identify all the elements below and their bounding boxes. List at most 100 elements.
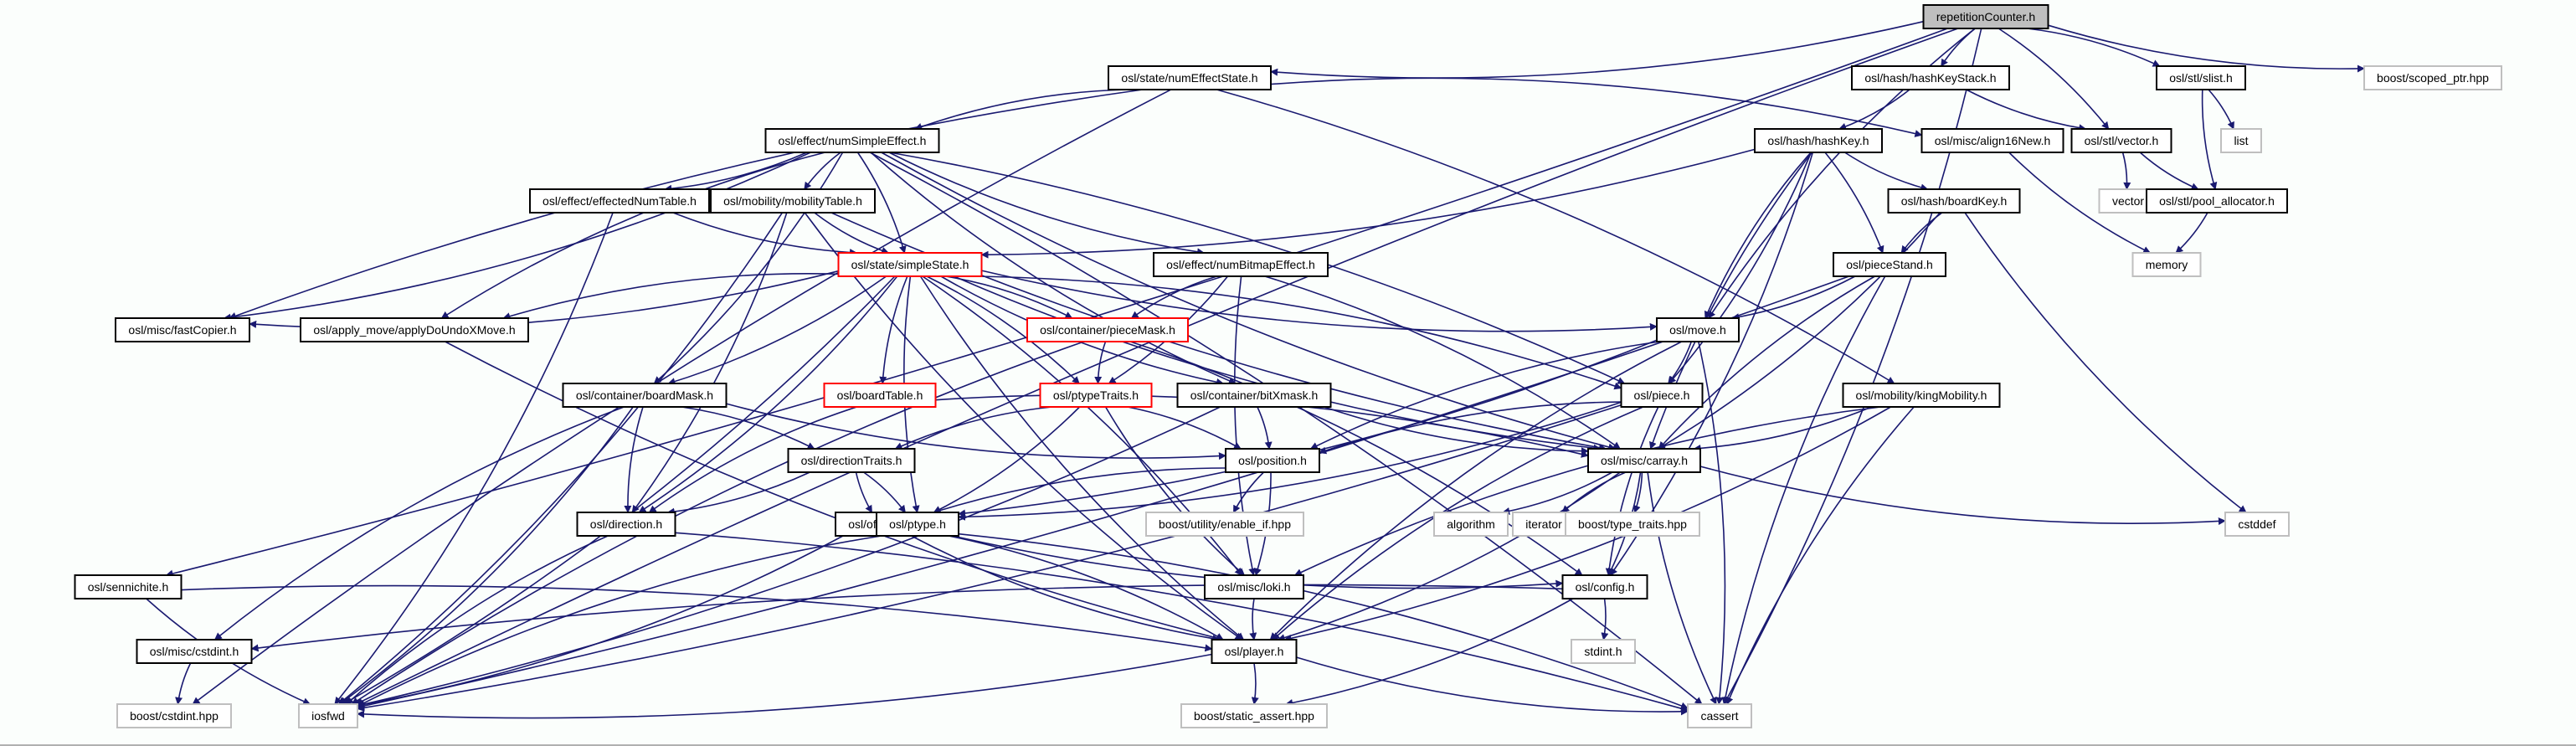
edge-stlvector-to-pool_allocator: [2139, 152, 2199, 190]
node-label: osl/hash/hashKey.h: [1767, 134, 1869, 147]
node-piecemask[interactable]: osl/container/pieceMask.h: [1026, 317, 1189, 342]
node-enable-if[interactable]: boost/utility/enable_if.hpp: [1145, 512, 1304, 537]
edge-hashkeystack-to-stlvector: [1966, 89, 2087, 132]
node-slist[interactable]: osl/stl/slist.h: [2156, 65, 2246, 90]
node-boost-cstdint[interactable]: boost/cstdint.hpp: [116, 703, 232, 728]
edge-numsimpleeffect-to-carray: [881, 152, 1617, 451]
node-numeffectstate[interactable]: osl/state/numEffectState.h: [1108, 65, 1272, 90]
node-player[interactable]: osl/player.h: [1211, 639, 1298, 664]
node-iterator[interactable]: iterator: [1512, 512, 1576, 537]
node-align16new[interactable]: osl/misc/align16New.h: [1920, 128, 2064, 153]
edge-mobilitytable-to-direction: [631, 212, 788, 513]
node-root[interactable]: repetitionCounter.h: [1922, 4, 2049, 29]
edge-ptype-to-iosfwd: [357, 535, 882, 707]
node-label: osl/misc/cstdint.h: [150, 645, 239, 658]
node-cstdint[interactable]: osl/misc/cstdint.h: [136, 639, 253, 664]
edge-player-to-iosfwd: [357, 653, 1212, 719]
edge-piece-to-iosfwd: [357, 404, 1622, 712]
node-fastcopier[interactable]: osl/misc/fastCopier.h: [115, 317, 250, 342]
node-numsimpleeffect[interactable]: osl/effect/numSimpleEffect.h: [764, 128, 940, 153]
bottom-border: [0, 744, 2576, 746]
node-type-traits[interactable]: boost/type_traits.hpp: [1565, 512, 1700, 537]
node-scoped-ptr[interactable]: boost/scoped_ptr.hpp: [2363, 65, 2502, 90]
edge-offset-to-player: [911, 535, 1221, 643]
node-piecestand[interactable]: osl/pieceStand.h: [1833, 252, 1946, 277]
edge-numeffectstate-to-align16new: [1270, 77, 1923, 137]
node-hashkey[interactable]: osl/hash/hashKey.h: [1754, 128, 1883, 153]
node-label: osl/sennichite.h: [88, 580, 169, 594]
node-label: osl/direction.h: [590, 517, 662, 531]
node-label: osl/boardTable.h: [837, 388, 923, 402]
node-sennichite[interactable]: osl/sennichite.h: [74, 574, 183, 599]
node-algorithm[interactable]: algorithm: [1433, 512, 1509, 537]
edge-simplestate-to-ptypetraits: [926, 275, 1080, 384]
edge-position-to-offset: [917, 467, 1226, 519]
edge-kingmobility-to-carray: [1693, 406, 1872, 452]
edge-simplestate-to-boardmask: [667, 275, 887, 385]
edge-piecemask-to-iosfwd: [351, 341, 1084, 705]
edge-simplestate-to-iosfwd: [342, 275, 896, 705]
node-list[interactable]: list: [2220, 128, 2262, 153]
edge-simplestate-to-boardtable: [879, 275, 908, 384]
node-mobilitytable[interactable]: osl/mobility/mobilityTable.h: [710, 188, 876, 214]
node-label: cstddef: [2238, 517, 2275, 531]
node-move[interactable]: osl/move.h: [1656, 317, 1740, 342]
edge-position-to-enable_if: [1232, 471, 1265, 513]
edge-config-to-stdint: [1601, 598, 1609, 641]
node-piece[interactable]: osl/piece.h: [1620, 383, 1704, 408]
edge-piecestand-to-carray: [1658, 275, 1875, 450]
edge-hashkey-to-boardkey: [1844, 152, 1929, 192]
node-bitxmask[interactable]: osl/container/bitXmask.h: [1176, 383, 1332, 408]
node-ptype[interactable]: osl/ptype.h: [876, 512, 959, 537]
node-layer: repetitionCounter.h osl/state/numEffectSt…: [74, 4, 2502, 728]
node-label: osl/stl/pool_allocator.h: [2159, 194, 2275, 208]
node-label: cassert: [1700, 709, 1738, 723]
edge-numsimpleeffect-to-cassert: [869, 152, 1703, 705]
edge-root-to-hashkeystack: [1941, 28, 1976, 67]
node-config[interactable]: osl/config.h: [1561, 574, 1648, 599]
edge-root-to-stlvector: [1998, 28, 2110, 130]
edge-player-to-static_assert: [1251, 662, 1259, 705]
node-boardtable[interactable]: osl/boardTable.h: [823, 383, 937, 408]
node-kingmobility[interactable]: osl/mobility/kingMobility.h: [1842, 383, 2001, 408]
edge-effectednumtable-to-simplestate: [672, 212, 857, 257]
node-hashkeystack[interactable]: osl/hash/hashKeyStack.h: [1851, 65, 2010, 90]
edge-mobilitytable-to-player: [804, 212, 1243, 641]
node-label: osl/move.h: [1669, 323, 1726, 337]
node-boardkey[interactable]: osl/hash/boardKey.h: [1887, 188, 2021, 214]
node-carray[interactable]: osl/misc/carray.h: [1587, 448, 1701, 473]
node-effectednumtable[interactable]: osl/effect/effectedNumTable.h: [529, 188, 710, 214]
node-cassert[interactable]: cassert: [1687, 703, 1752, 728]
node-pool-allocator[interactable]: osl/stl/pool_allocator.h: [2146, 188, 2288, 214]
node-stdint[interactable]: stdint.h: [1571, 639, 1636, 664]
edge-numsimpleeffect-to-effectednumtable: [664, 152, 808, 193]
edge-boardmask-to-iosfwd: [339, 406, 634, 705]
edge-carray-to-cassert: [1647, 471, 1717, 705]
node-directiontraits[interactable]: osl/directionTraits.h: [787, 448, 916, 473]
edge-root-to-scoped_ptr: [2048, 24, 2365, 73]
edge-loki-to-player: [1249, 598, 1257, 641]
node-label: osl/effect/effectedNumTable.h: [542, 194, 697, 208]
node-loki[interactable]: osl/misc/loki.h: [1204, 574, 1304, 599]
node-position[interactable]: osl/position.h: [1225, 448, 1320, 473]
node-boardmask[interactable]: osl/container/boardMask.h: [562, 383, 728, 408]
edge-numsimpleeffect-to-numbitmapeffect: [888, 152, 1205, 256]
node-label: boost/type_traits.hpp: [1578, 517, 1687, 531]
node-memory[interactable]: memory: [2131, 252, 2202, 277]
node-ptypetraits[interactable]: osl/ptypeTraits.h: [1039, 383, 1153, 408]
edge-sennichite-to-player: [181, 584, 1213, 652]
node-numbitmapeffect[interactable]: osl/effect/numBitmapEffect.h: [1153, 252, 1329, 277]
node-direction[interactable]: osl/direction.h: [576, 512, 676, 537]
node-iosfwd[interactable]: iosfwd: [298, 703, 358, 728]
node-label: osl/container/pieceMask.h: [1040, 323, 1175, 337]
node-label: memory: [2146, 258, 2188, 271]
node-stlvector[interactable]: osl/stl/vector.h: [2070, 128, 2172, 153]
edge-directiontraits-to-direction: [666, 471, 810, 516]
node-label: osl/misc/fastCopier.h: [128, 323, 236, 337]
edge-boardmask-to-cstdint: [213, 406, 625, 641]
node-cstddef[interactable]: cstddef: [2224, 512, 2290, 537]
node-applydoundoxmove[interactable]: osl/apply_move/applyDoUndoXMove.h: [300, 317, 529, 342]
node-simplestate[interactable]: osl/state/simpleState.h: [837, 252, 983, 277]
node-static-assert[interactable]: boost/static_assert.hpp: [1180, 703, 1328, 728]
